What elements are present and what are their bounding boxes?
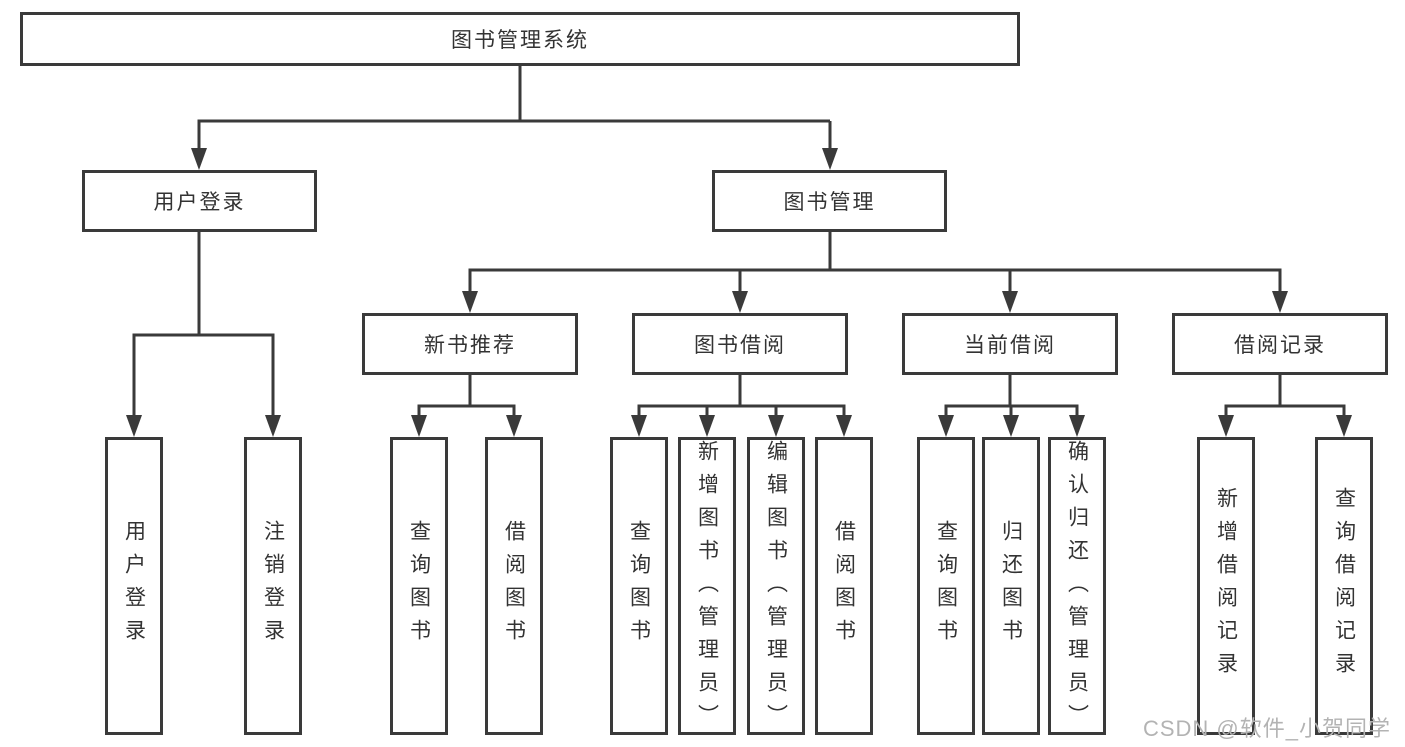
leaf-bb-edit-books: 编辑图书（管理员） bbox=[747, 437, 805, 737]
leaf-nbr-query-books: 查询图书 bbox=[390, 437, 448, 735]
leaf-bb-borrow-books: 借阅图书 bbox=[815, 437, 873, 735]
leaf-nbr-borrow-books-label: 借阅图书 bbox=[502, 520, 526, 652]
leaf-logout-label: 注销登录 bbox=[261, 520, 285, 652]
leaf-bb-add-books: 新增图书（管理员） bbox=[678, 437, 736, 737]
leaf-bb-borrow-books-label: 借阅图书 bbox=[832, 520, 856, 652]
leaf-user-login: 用户登录 bbox=[105, 437, 163, 735]
leaf-nbr-borrow-books: 借阅图书 bbox=[485, 437, 543, 735]
leaf-bb-edit-books-label: 编辑图书（管理员） bbox=[764, 440, 788, 737]
node-borrowing-records-label: 借阅记录 bbox=[1234, 334, 1326, 357]
leaf-cb-query-books: 查询图书 bbox=[917, 437, 975, 735]
node-user-login: 用户登录 bbox=[82, 170, 317, 232]
leaf-bb-query-books: 查询图书 bbox=[610, 437, 668, 735]
node-new-book-recommend: 新书推荐 bbox=[362, 313, 578, 375]
leaf-br-add-record: 新增借阅记录 bbox=[1197, 437, 1255, 735]
leaf-logout: 注销登录 bbox=[244, 437, 302, 735]
csdn-watermark: CSDN @软件_小贺同学 bbox=[1142, 716, 1391, 741]
node-borrowing-records: 借阅记录 bbox=[1172, 313, 1388, 375]
leaf-user-login-label: 用户登录 bbox=[122, 520, 146, 652]
node-root: 图书管理系统 bbox=[20, 12, 1020, 66]
leaf-nbr-query-books-label: 查询图书 bbox=[407, 520, 431, 652]
leaf-br-query-record-label: 查询借阅记录 bbox=[1332, 487, 1356, 685]
leaf-cb-confirm-return-label: 确认归还（管理员） bbox=[1065, 440, 1089, 737]
leaf-cb-confirm-return: 确认归还（管理员） bbox=[1048, 437, 1106, 737]
node-current-borrowing-label: 当前借阅 bbox=[964, 334, 1056, 357]
node-new-book-recommend-label: 新书推荐 bbox=[424, 334, 516, 357]
leaf-bb-add-books-label: 新增图书（管理员） bbox=[695, 440, 719, 737]
node-book-management: 图书管理 bbox=[712, 170, 947, 232]
leaf-cb-return-books-label: 归还图书 bbox=[999, 520, 1023, 652]
node-current-borrowing: 当前借阅 bbox=[902, 313, 1118, 375]
leaf-br-query-record: 查询借阅记录 bbox=[1315, 437, 1373, 735]
node-user-login-label: 用户登录 bbox=[153, 191, 246, 214]
node-book-management-label: 图书管理 bbox=[783, 191, 876, 214]
leaf-br-add-record-label: 新增借阅记录 bbox=[1214, 487, 1238, 685]
arrowheads bbox=[126, 148, 1352, 437]
node-root-label: 图书管理系统 bbox=[451, 29, 589, 52]
leaf-cb-query-books-label: 查询图书 bbox=[934, 520, 958, 652]
node-book-borrowing: 图书借阅 bbox=[632, 313, 848, 375]
leaf-cb-return-books: 归还图书 bbox=[982, 437, 1040, 735]
node-book-borrowing-label: 图书借阅 bbox=[694, 334, 786, 357]
leaf-bb-query-books-label: 查询图书 bbox=[627, 520, 651, 652]
